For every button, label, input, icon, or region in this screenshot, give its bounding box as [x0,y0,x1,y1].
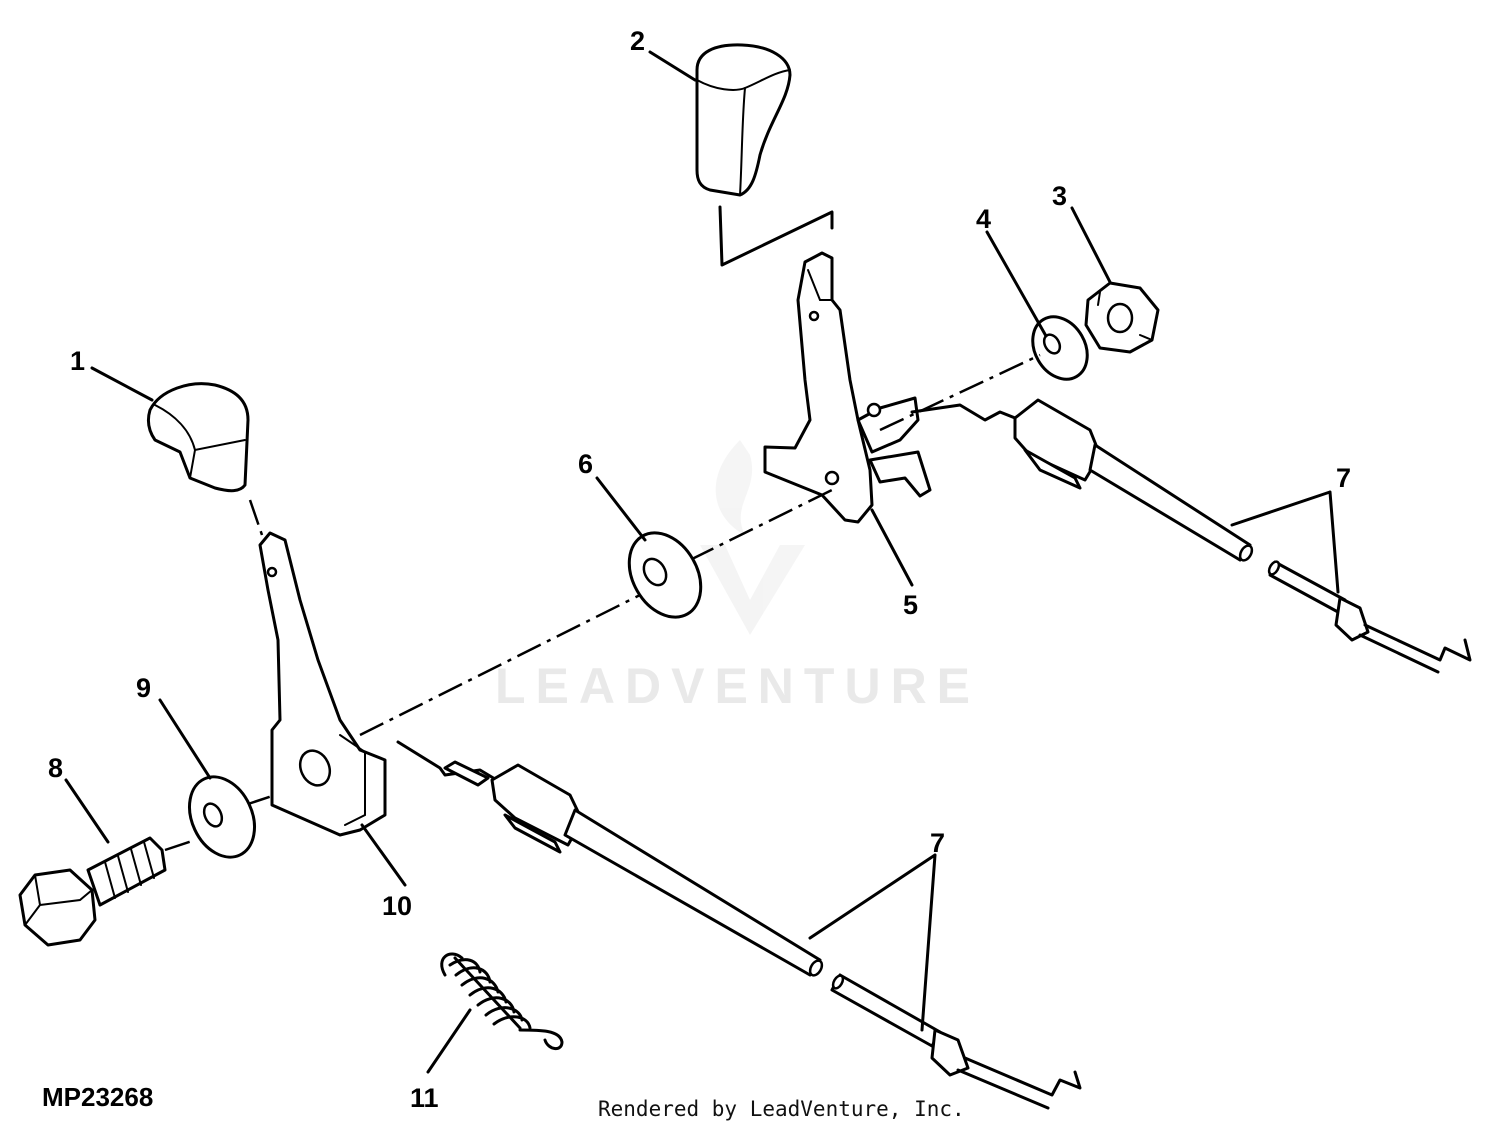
callout-11: 11 [410,1083,439,1113]
callout-8: 8 [48,753,63,783]
cable-upper [910,398,1472,674]
washer-9 [188,775,256,859]
callout-10: 10 [382,891,412,921]
leader-lines [64,50,1340,1074]
axis-line-lower [359,588,651,737]
lever-upper [763,251,932,524]
credit-text: Rendered by LeadVenture, Inc. [598,1097,965,1121]
figure-id: MP23268 [42,1082,153,1112]
washer-6 [627,531,703,619]
callout-1: 1 [70,346,85,376]
hex-bolt-8 [18,836,167,947]
watermark-text: LEADVENTURE [495,658,980,714]
assembly-line-1-10 [248,499,264,536]
assembly-line-2-5 [718,205,834,267]
washer-4 [1031,315,1089,381]
callout-3: 3 [1052,181,1067,211]
axis-line-upper [879,353,1041,432]
callout-7-lower: 7 [930,828,945,858]
callout-7-upper: 7 [1336,463,1351,493]
callout-2: 2 [630,26,645,56]
knob-upper [695,43,792,197]
callout-6: 6 [578,449,593,479]
spring-11 [440,952,564,1050]
callout-9: 9 [136,673,151,703]
callout-4: 4 [976,204,991,234]
lever-lower [258,531,387,837]
knob-lower [146,382,250,493]
axis-line-mid [689,488,833,562]
watermark-logo [700,440,805,635]
cable-lower [396,740,1082,1110]
callout-5: 5 [903,590,918,620]
hex-nut-3 [1084,281,1160,354]
